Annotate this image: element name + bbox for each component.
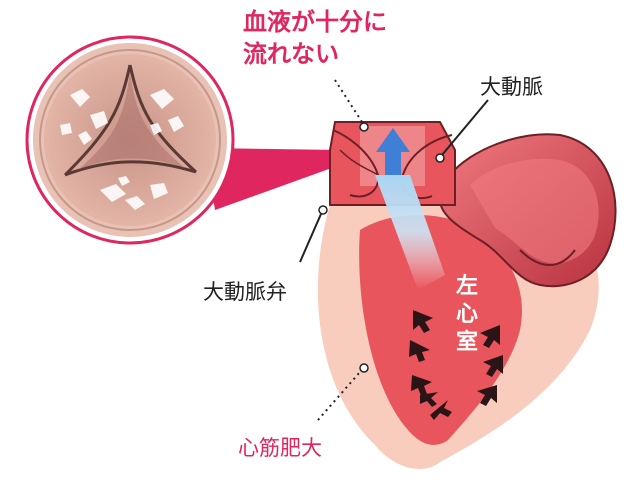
hypertrophy-label: 心筋肥大 bbox=[238, 438, 322, 459]
aortic-valve-label: 大動脈弁 bbox=[203, 282, 287, 303]
left-ventricle-label-2: 心 bbox=[456, 302, 478, 328]
left-ventricle-label-3: 室 bbox=[456, 330, 478, 356]
left-ventricle-label-1: 左 bbox=[456, 274, 478, 300]
blood-flow-label-line2: 流れない bbox=[243, 42, 339, 66]
aorta-label: 大動脈 bbox=[480, 77, 543, 98]
valve-closeup bbox=[27, 37, 233, 243]
blood-flow-label-line1: 血液が十分に bbox=[243, 10, 387, 34]
